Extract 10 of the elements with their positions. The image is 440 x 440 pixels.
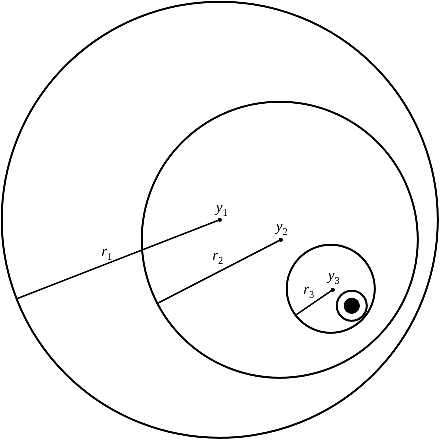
radius-label: r$_{2}$ [212, 249, 224, 267]
filled-dot [344, 298, 360, 314]
small-ring [336, 290, 368, 322]
inner-circle [286, 244, 376, 334]
radius-label: r$_{1}$ [102, 245, 112, 263]
radius-label: r$_{3}$ [304, 283, 314, 301]
center-label: y$_{1}$ [216, 201, 228, 219]
center-label: y$_{2}$ [276, 220, 288, 238]
middle-circle [141, 101, 419, 379]
center-label: y$_{3}$ [328, 269, 340, 287]
